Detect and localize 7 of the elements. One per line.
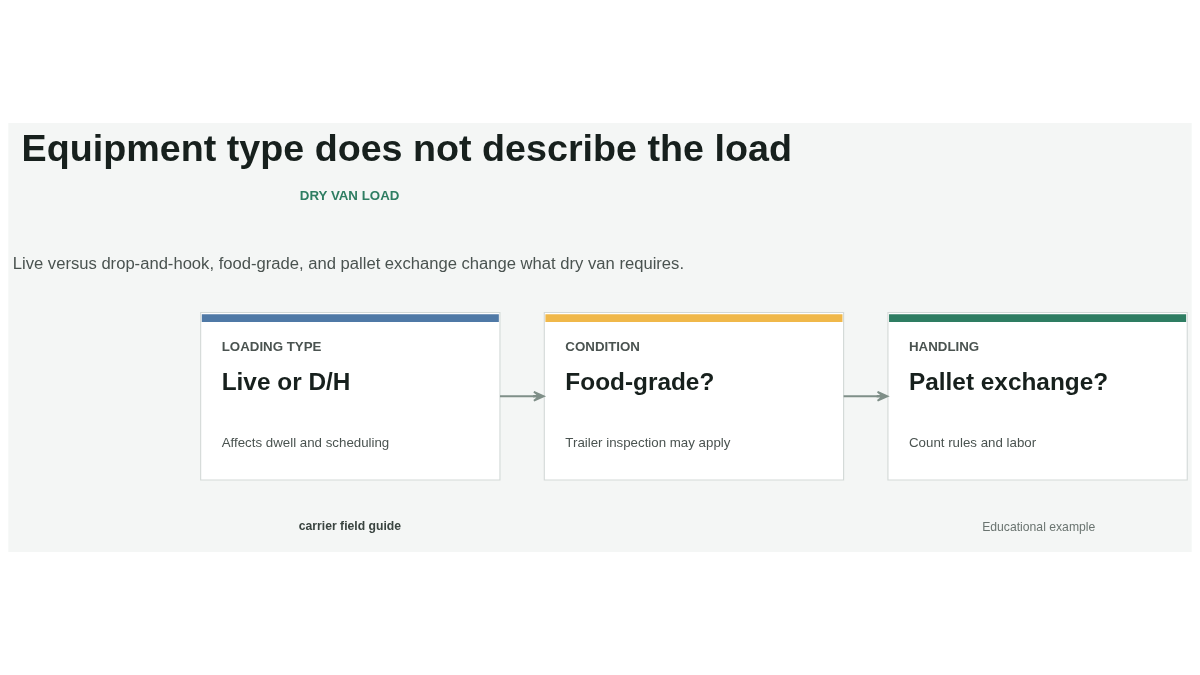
label: Educational example — [982, 519, 1096, 534]
label: carrier field guide — [298, 518, 402, 533]
label: DRY VAN LOAD — [299, 187, 400, 203]
diagram-title: Equipment type does not describe the load — [21, 126, 792, 169]
label: Live versus drop-and-hook, food-grade, and pallet exchange change what dry van requires. — [12, 253, 685, 273]
arrow — [842, 390, 889, 402]
arrow — [499, 390, 545, 402]
